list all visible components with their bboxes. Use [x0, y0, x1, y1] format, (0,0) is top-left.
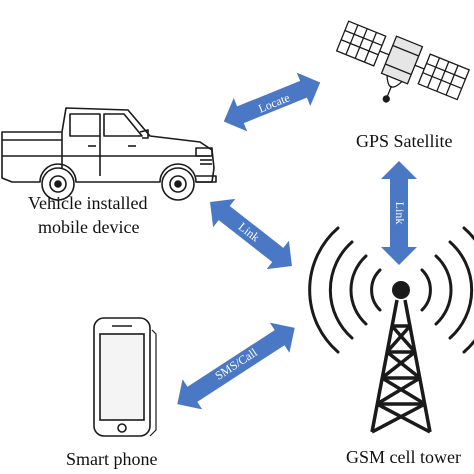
vehicle-label-line1: Vehicle installed	[28, 193, 148, 213]
satellite-label: GPS Satellite	[356, 131, 453, 151]
cell-tower-icon	[308, 226, 474, 434]
tower-label: GSM cell tower	[346, 447, 461, 467]
phone-label: Smart phone	[66, 449, 158, 469]
satellite-icon	[335, 20, 471, 103]
link-label-satellite-tower: Link	[393, 202, 407, 225]
link-arrow-satellite-tower	[381, 161, 417, 265]
locate-arrow	[223, 72, 321, 132]
smartphone-icon	[93, 317, 157, 437]
pickup-truck-icon	[1, 107, 217, 201]
sms-call-arrow	[177, 322, 295, 410]
link-arrow-vehicle-tower	[210, 198, 292, 270]
vehicle-label-line2: mobile device	[38, 217, 140, 237]
